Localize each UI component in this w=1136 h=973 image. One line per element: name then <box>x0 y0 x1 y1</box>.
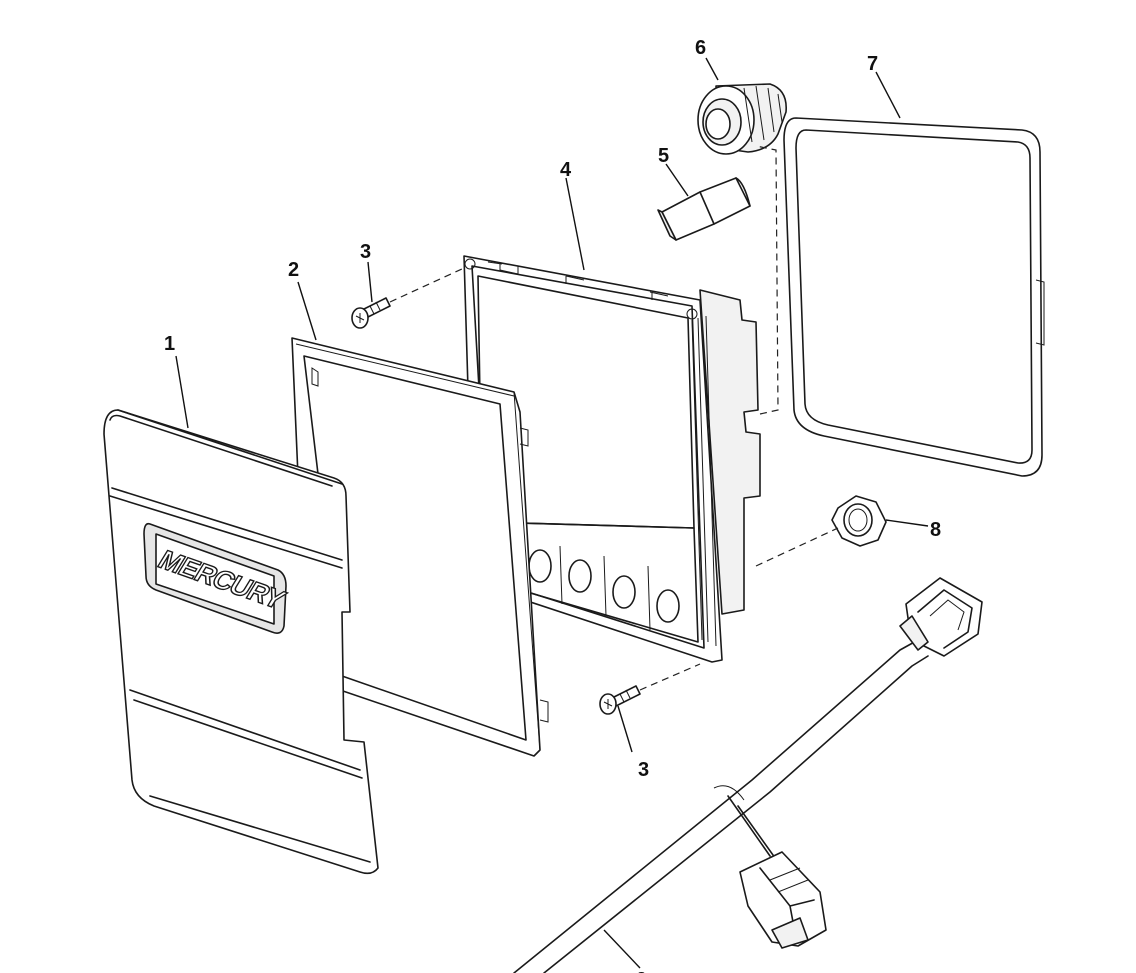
callout-9: 9 <box>636 969 647 973</box>
part-8-nut <box>831 495 887 547</box>
callout-3-lower: 3 <box>638 759 649 781</box>
callout-3-upper: 3 <box>360 241 371 263</box>
part-3-screw-upper <box>351 297 391 329</box>
leader-lines <box>175 57 929 969</box>
part-3-screw-lower <box>599 685 641 715</box>
part-5-plug <box>657 177 751 241</box>
part-9-harness <box>513 577 983 973</box>
assembly-guide-lines <box>389 145 839 691</box>
callout-1: 1 <box>164 333 175 355</box>
callout-6: 6 <box>695 37 706 59</box>
callout-labels: 1 2 3 4 5 6 7 8 3 9 <box>164 37 941 973</box>
part-7-gasket <box>783 117 1045 477</box>
callout-5: 5 <box>658 145 669 167</box>
callout-4: 4 <box>560 159 572 181</box>
callout-8: 8 <box>930 519 941 541</box>
part-6-knob <box>697 83 787 155</box>
part-1-cover: MERCURY <box>103 409 379 875</box>
callout-7: 7 <box>867 53 878 75</box>
callout-2: 2 <box>288 259 299 281</box>
